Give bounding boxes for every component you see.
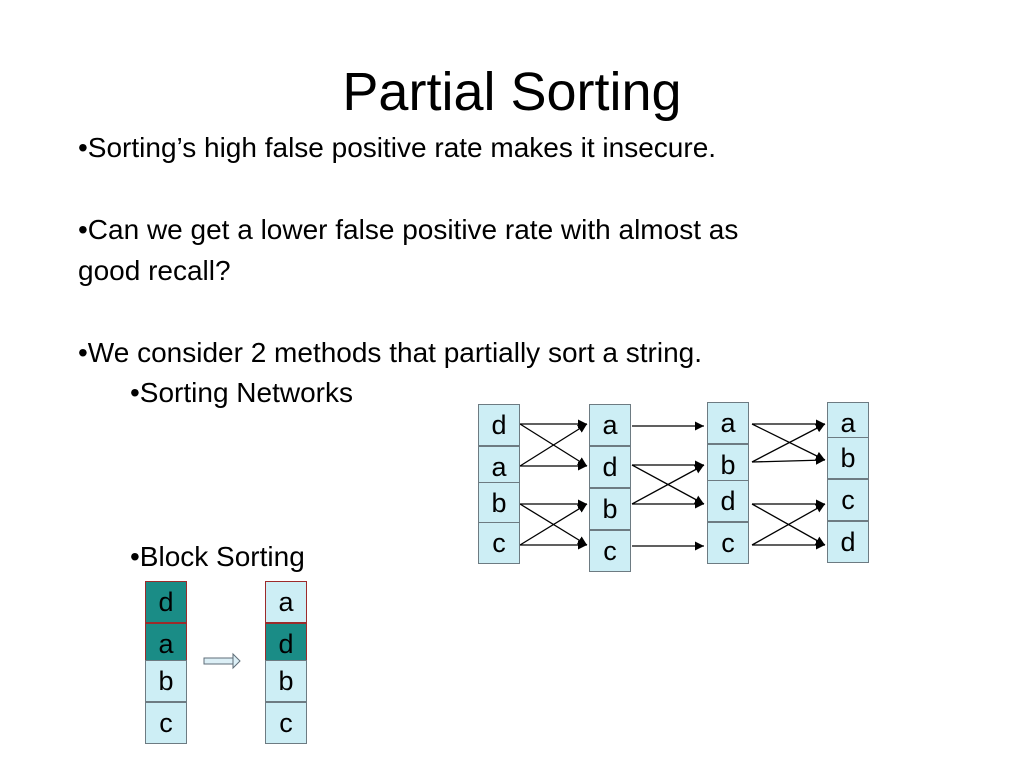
- wire-arrow: [751, 503, 826, 546]
- bullet-false-positive: •Sorting’s high false positive rate make…: [78, 132, 717, 163]
- slide-title: Partial Sorting: [342, 62, 682, 122]
- network-cell: a: [478, 446, 520, 488]
- wire-arrow: [519, 503, 588, 546]
- wire-arrow: [751, 455, 826, 465]
- bullet-two-methods: •We consider 2 methods that partially so…: [78, 337, 703, 368]
- network-cell: d: [589, 446, 631, 488]
- bullet-block-sorting: •Block Sorting: [130, 541, 305, 572]
- network-cell: b: [478, 482, 520, 524]
- bullet-lower-rate-line2: good recall?: [78, 255, 231, 286]
- block-arrow-icon: [203, 652, 241, 670]
- wire-arrow: [751, 423, 826, 463]
- block-cell: b: [145, 660, 187, 702]
- block-cell: c: [265, 702, 307, 744]
- network-cell: a: [707, 402, 749, 444]
- block-cell-sorted: a: [265, 581, 307, 623]
- network-cell: a: [589, 404, 631, 446]
- network-cell: d: [478, 404, 520, 446]
- block-cell-highlighted: d: [145, 581, 187, 623]
- network-cell: d: [707, 480, 749, 522]
- wire-arrow: [631, 464, 705, 505]
- block-cell: b: [265, 660, 307, 702]
- bullet-lower-rate-line1: •Can we get a lower false positive rate …: [78, 214, 739, 245]
- network-cell: d: [827, 521, 869, 563]
- network-cell: c: [707, 522, 749, 564]
- wire-arrow: [751, 423, 826, 461]
- network-cell: c: [478, 522, 520, 564]
- block-cell-highlighted: a: [145, 623, 187, 665]
- network-cell: c: [827, 479, 869, 521]
- wire-arrow: [519, 423, 588, 467]
- network-cell: c: [589, 530, 631, 572]
- bullet-sorting-networks: •Sorting Networks: [130, 377, 353, 408]
- block-cell: c: [145, 702, 187, 744]
- block-cell-highlighted: d: [265, 623, 307, 665]
- network-cell: b: [589, 488, 631, 530]
- network-cell: b: [827, 437, 869, 479]
